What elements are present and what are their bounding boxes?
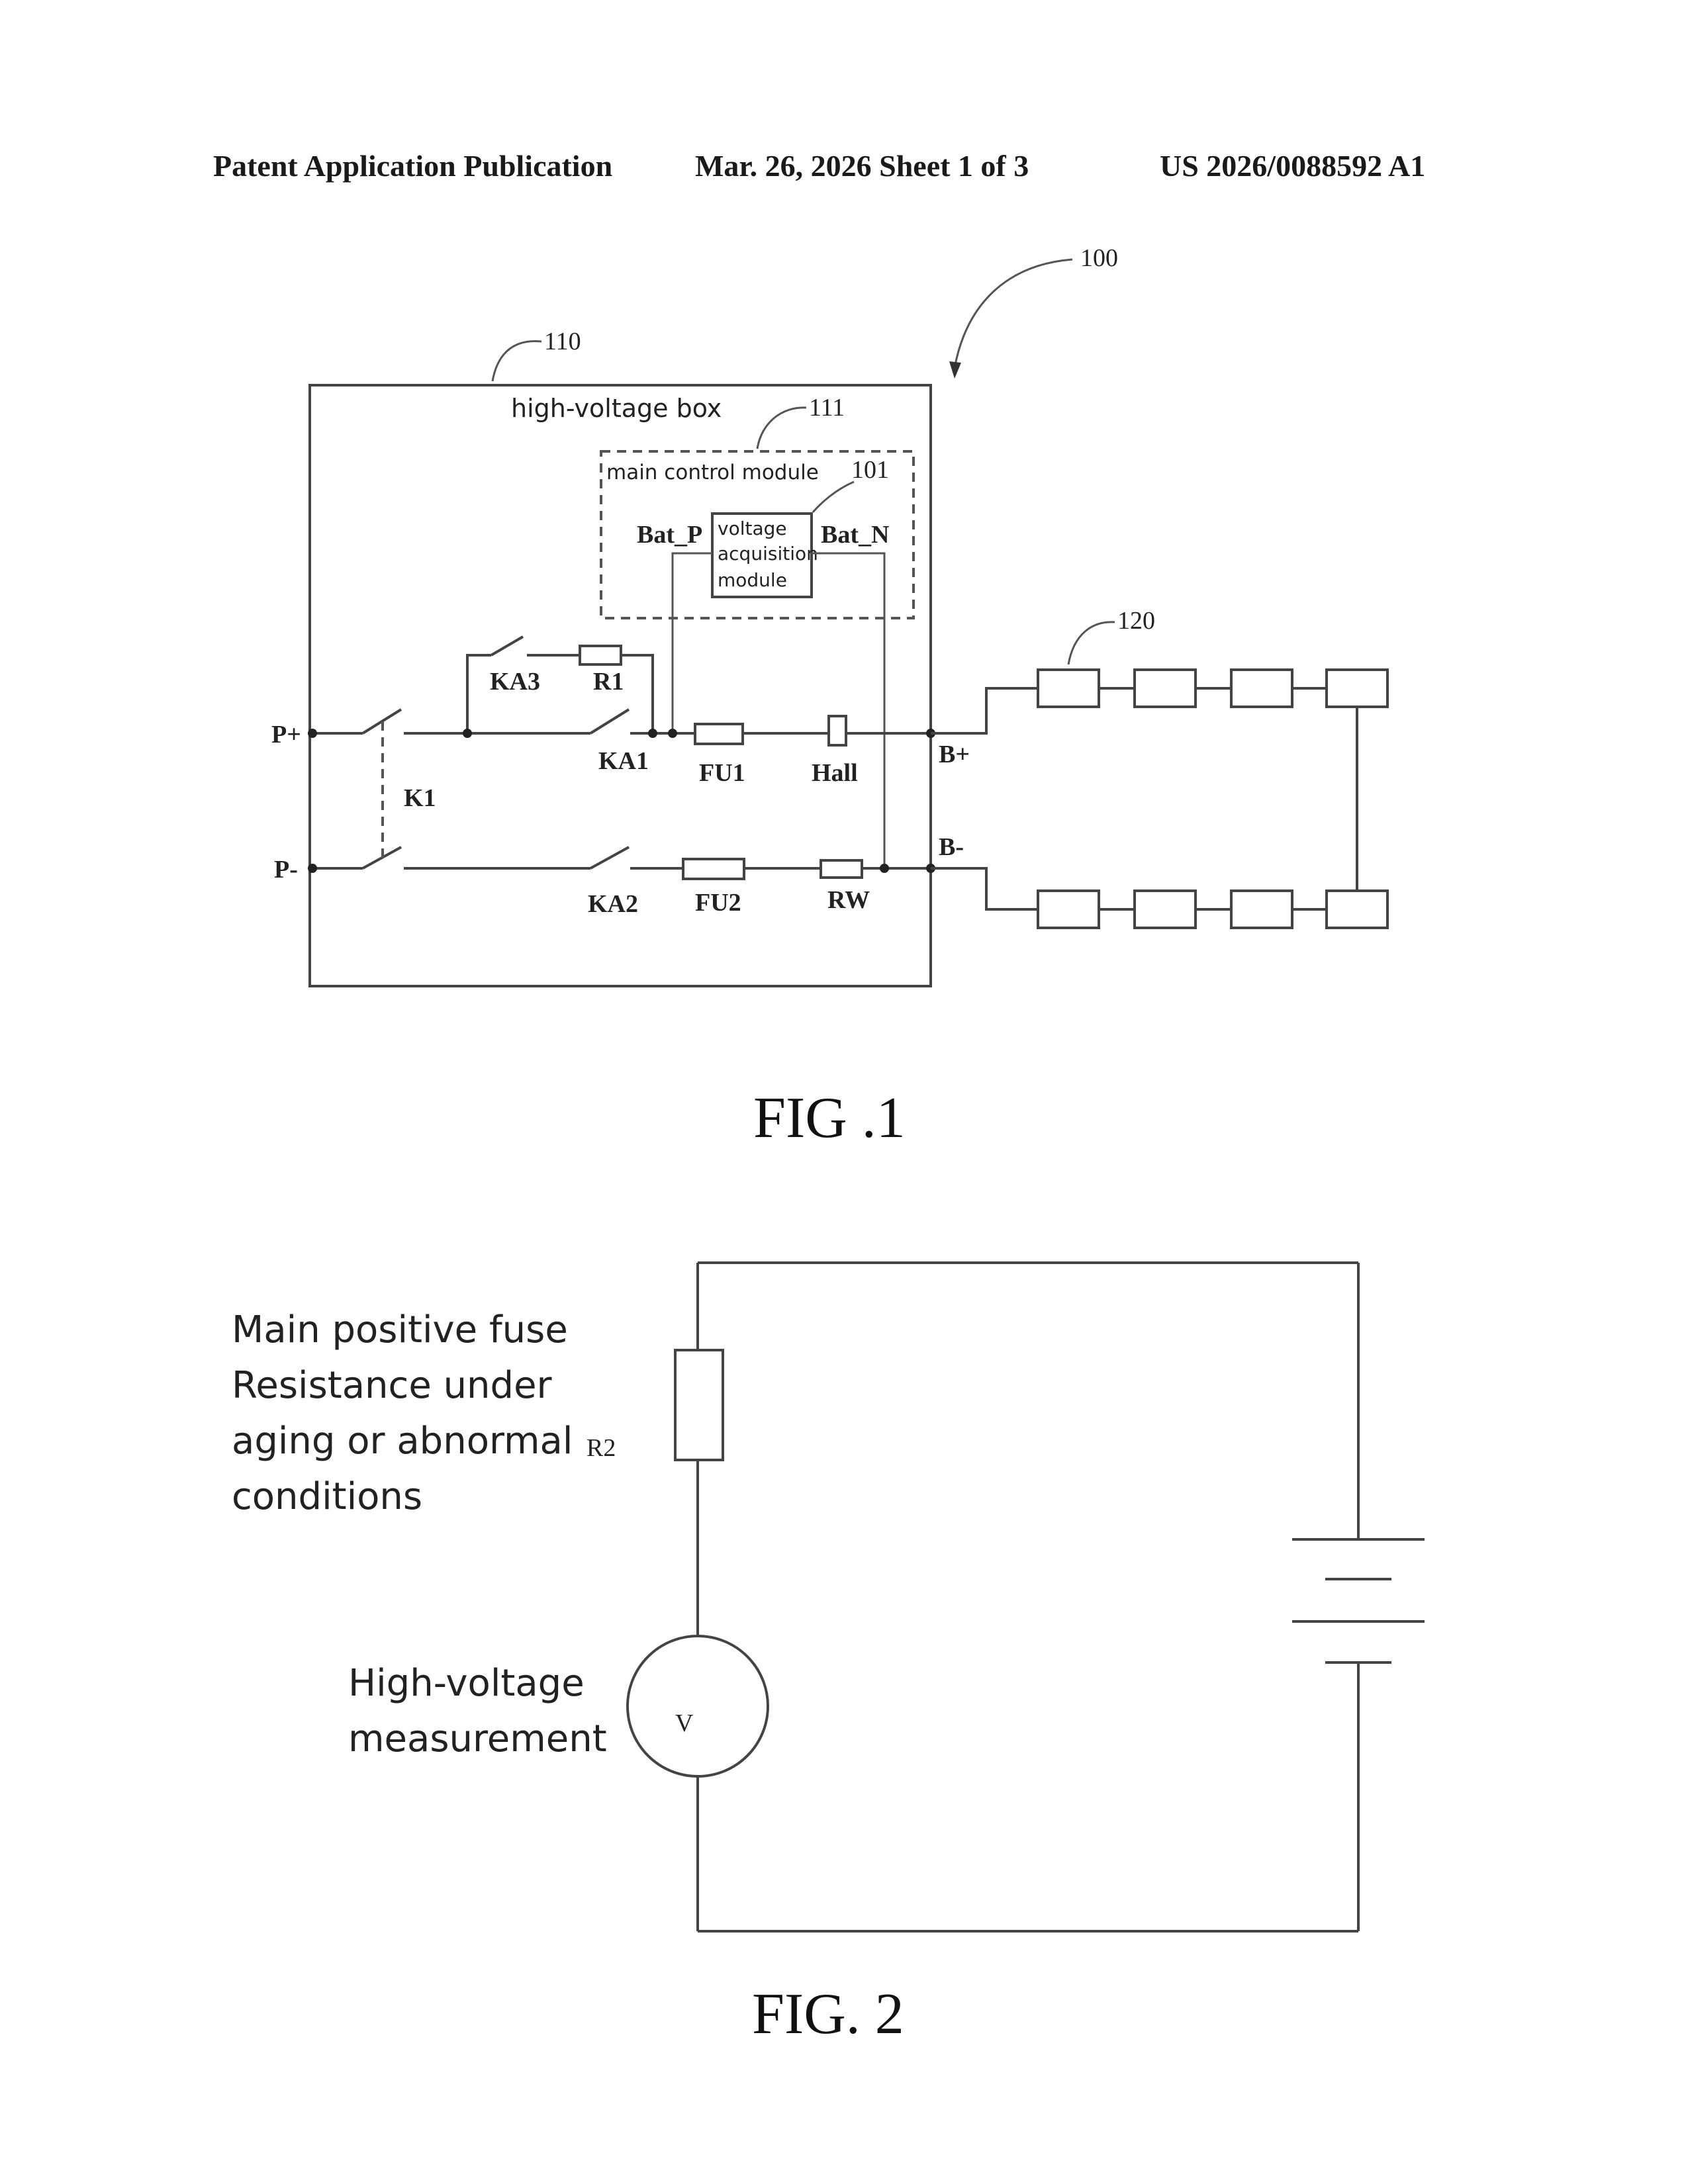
junction-bat-n [880, 864, 889, 873]
fuse-fu2 [683, 859, 744, 879]
battery-cell [1231, 670, 1292, 707]
meter-desc-line-1: High-voltage [348, 1662, 585, 1705]
ref-101: 101 [851, 456, 889, 484]
ref-111-leader [757, 408, 806, 449]
r2-desc-line-3: aging or abnormal [232, 1420, 573, 1463]
ref-120-leader [1068, 622, 1115, 664]
junction-p-plus [308, 729, 317, 738]
r2-desc-line-4: conditions [232, 1475, 422, 1518]
label-fu2: FU2 [695, 889, 741, 917]
battery-cell [1038, 891, 1099, 928]
b-plus-wire [931, 688, 1038, 733]
shunt-rw [821, 860, 862, 878]
battery-pack: 120 [931, 607, 1387, 928]
r2-desc-line-1: Main positive fuse [232, 1308, 568, 1351]
precharge-branch-left [467, 655, 491, 733]
node-bat-n: Bat_N [821, 521, 889, 549]
label-rw: RW [827, 886, 870, 914]
node-p-minus: P- [274, 856, 298, 884]
publication-number: US 2026/0088592 A1 [1160, 149, 1425, 183]
ref-120: 120 [1117, 607, 1155, 635]
label-ka3: KA3 [490, 668, 540, 696]
label-ka1: KA1 [598, 747, 649, 775]
junction-p-minus [308, 864, 317, 873]
va-module-line-1: voltage [718, 518, 787, 539]
meter-desc-line-2: measurement [348, 1717, 607, 1760]
battery-cell [1135, 670, 1196, 707]
ka2-contact [590, 847, 629, 868]
fig1-caption: FIG .1 [753, 1086, 906, 1150]
bat-n-sense-wire [812, 553, 884, 868]
voltmeter [628, 1636, 768, 1776]
ref-100: 100 [1080, 244, 1118, 272]
va-module-line-3: module [718, 569, 787, 591]
label-fu1: FU1 [699, 759, 745, 787]
publication-date-sheet: Mar. 26, 2026 Sheet 1 of 3 [695, 149, 1029, 183]
node-b-plus: B+ [939, 741, 970, 768]
fig1-diagram: 100 110 high-voltage box main control mo… [271, 244, 1387, 1150]
junction-bat-p [668, 729, 677, 738]
node-bat-p: Bat_P [637, 521, 702, 549]
ref-100-arrowhead [949, 361, 961, 379]
label-ka2: KA2 [588, 890, 638, 918]
fig2-caption: FIG. 2 [752, 1982, 904, 2046]
battery-symbol [1292, 1539, 1425, 1662]
ref-110-leader [492, 341, 541, 381]
ref-100-leader [955, 259, 1072, 368]
fig2-diagram: Main positive fuse Resistance under agin… [232, 1263, 1425, 2046]
battery-cell [1135, 891, 1196, 928]
resistor-r2 [675, 1350, 723, 1460]
node-b-minus: B- [939, 833, 964, 861]
battery-cell [1038, 670, 1099, 707]
label-hall: Hall [812, 759, 858, 787]
junction-precharge-right [648, 729, 657, 738]
ref-101-leader [813, 482, 854, 512]
resistor-r1 [580, 646, 621, 664]
precharge-branch-right [621, 655, 653, 733]
label-r1: R1 [593, 668, 624, 696]
ka3-contact [491, 637, 523, 655]
bat-p-sense-wire [673, 553, 712, 733]
voltmeter-symbol: V [675, 1709, 694, 1737]
battery-cell [1231, 891, 1292, 928]
node-p-plus: P+ [271, 721, 301, 749]
junction-precharge-left [463, 729, 472, 738]
main-control-label: main control module [606, 461, 819, 484]
ref-110: 110 [544, 328, 581, 355]
ka1-contact [590, 709, 629, 733]
battery-cell [1327, 670, 1387, 707]
publication-title: Patent Application Publication [213, 149, 612, 183]
battery-cell [1327, 891, 1387, 928]
fuse-fu1 [695, 724, 743, 744]
hv-box-label: high-voltage box [511, 394, 722, 423]
label-r2: R2 [586, 1434, 616, 1462]
ref-111: 111 [809, 394, 845, 422]
b-minus-wire [931, 868, 1038, 909]
hall-sensor [829, 716, 846, 745]
r2-desc-line-2: Resistance under [232, 1364, 553, 1407]
va-module-line-2: acquisition [718, 543, 818, 565]
label-k1: K1 [404, 784, 436, 812]
